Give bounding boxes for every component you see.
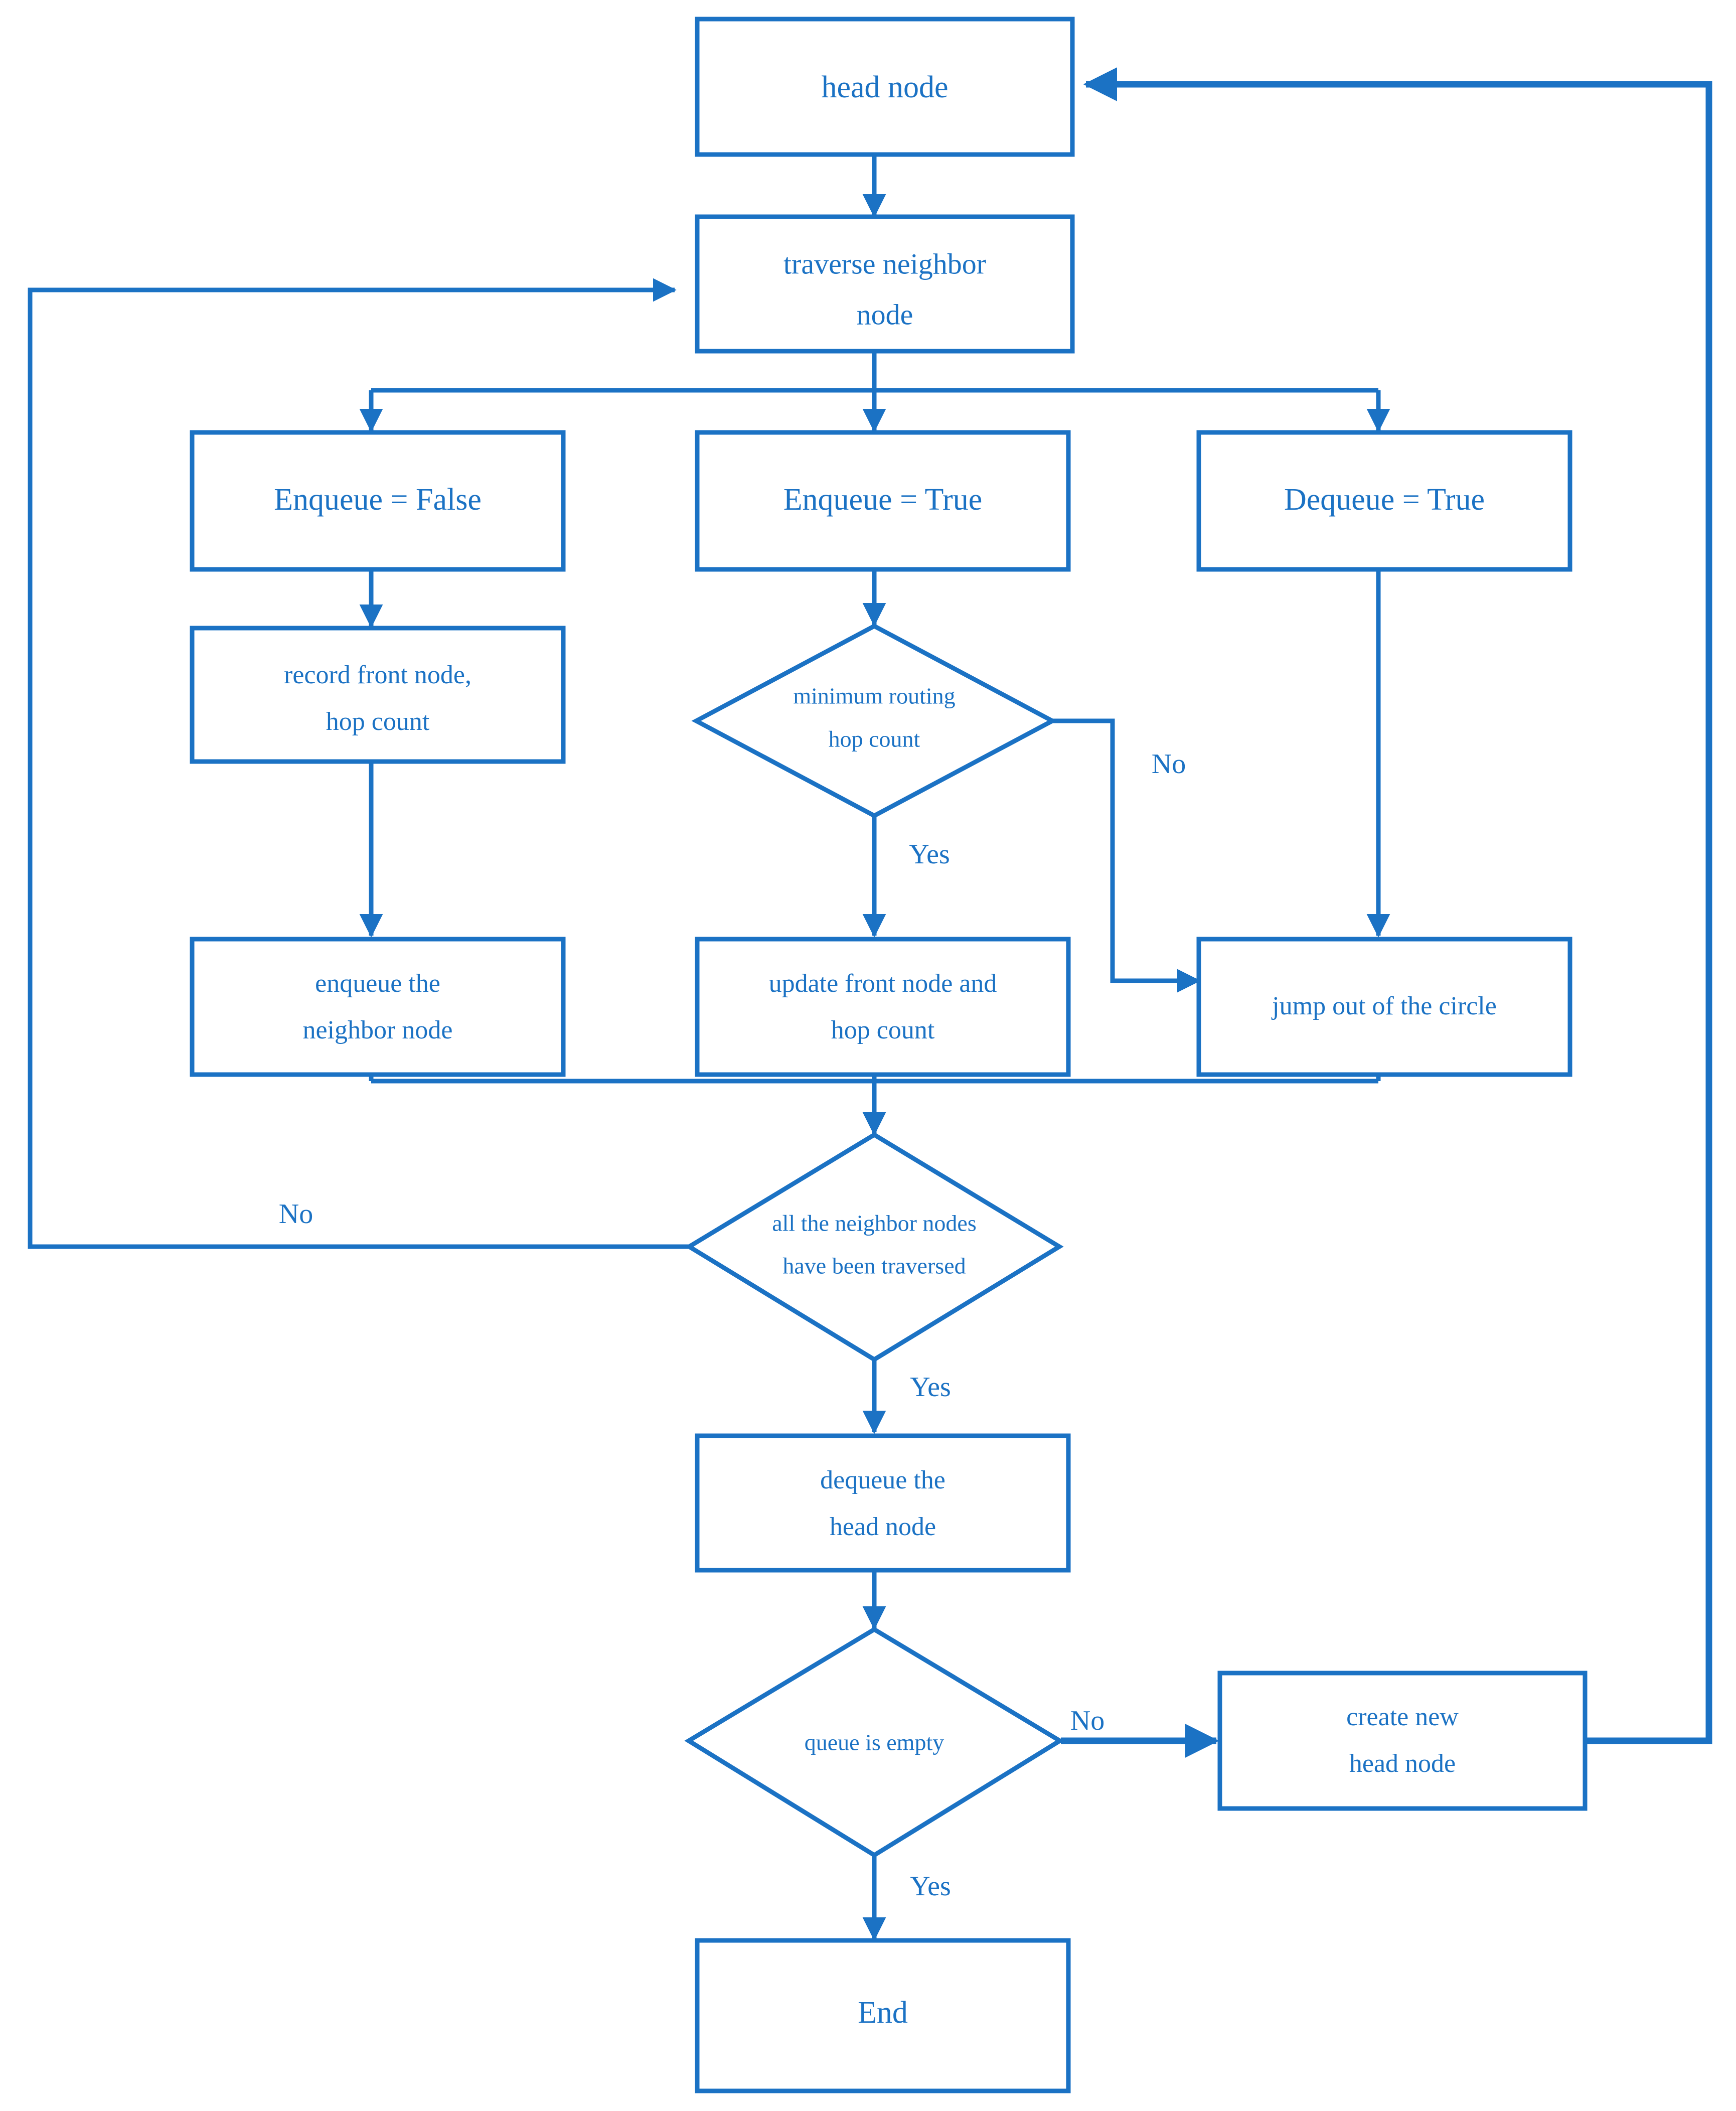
dequeue-head-node-label-line1: dequeue the [820,1466,945,1494]
dequeue-head-node-label-line2: head node [830,1513,936,1541]
node-head-node[interactable]: head node [695,17,1075,157]
label-traversed-yes: Yes [910,1372,951,1403]
create-new-head-node-label-line2: head node [1349,1749,1456,1778]
dequeue-head-node-box[interactable] [695,1433,1071,1573]
node-dequeue-true[interactable]: Dequeue = True [1196,430,1572,572]
head-node-box[interactable] [695,17,1075,157]
end-label: End [858,1996,908,2030]
minimum-routing-diamond[interactable] [691,623,1057,819]
node-queue-is-empty[interactable]: queue is empty [684,1626,1064,1858]
minimum-routing-label-line1: minimum routing [793,683,955,709]
enqueue-true-label: Enqueue = True [783,483,983,517]
update-front-node-box[interactable] [695,937,1071,1077]
dequeue-true-label: Dequeue = True [1284,483,1485,517]
enqueue-neighbor-box[interactable] [190,937,566,1077]
queue-is-empty-label: queue is empty [805,1730,944,1755]
create-new-head-node-box[interactable] [1217,1671,1588,1811]
node-end[interactable]: End [695,1938,1071,2093]
jump-out-box[interactable] [1196,937,1572,1077]
head-node-label: head node [821,70,948,104]
record-front-node-box[interactable] [190,626,566,764]
traverse-neighbor-label-line2: node [857,298,913,331]
node-update-front-node[interactable]: update front node and hop count [695,937,1071,1077]
node-traverse-neighbor[interactable]: traverse neighbor node [695,214,1075,354]
edge-createnew-to-headnode [1083,67,1712,1744]
node-enqueue-true[interactable]: Enqueue = True [695,430,1071,572]
create-new-head-node-label-line1: create new [1346,1703,1459,1731]
end-box[interactable] [695,1938,1071,2093]
enqueue-neighbor-label-line2: neighbor node [303,1016,453,1044]
all-traversed-label-line1: all the neighbor nodes [772,1211,977,1236]
node-minimum-routing-hop-count[interactable]: minimum routing hop count [691,623,1057,819]
update-front-node-label-line2: hop count [831,1016,935,1044]
node-enqueue-the-neighbor-node[interactable]: enqueue the neighbor node [190,937,566,1077]
enqueue-true-box[interactable] [695,430,1071,572]
enqueue-false-label: Enqueue = False [274,483,482,517]
update-front-node-label-line1: update front node and [769,969,997,998]
edge-traversed-no-loop [28,278,689,1249]
label-queueempty-no: No [1070,1705,1104,1736]
node-create-new-head-node[interactable]: create new head node [1217,1671,1588,1811]
node-record-front-node[interactable]: record front node, hop count [190,626,566,764]
node-jump-out-of-the-circle[interactable]: jump out of the circle [1196,937,1572,1077]
record-front-node-label-line2: hop count [326,707,430,736]
label-minrouting-no: No [1152,748,1186,780]
label-queueempty-yes: Yes [910,1871,951,1902]
dequeue-true-box[interactable] [1196,430,1572,572]
node-enqueue-false[interactable]: Enqueue = False [190,430,566,572]
all-traversed-label-line2: have been traversed [782,1253,966,1279]
traverse-neighbor-box[interactable] [695,214,1075,354]
enqueue-neighbor-label-line1: enqueue the [315,969,440,998]
label-minrouting-yes: Yes [909,839,950,870]
edge-minrouting-no [1052,718,1201,993]
minimum-routing-label-line2: hop count [829,726,920,752]
label-traversed-no: No [279,1198,313,1230]
traverse-neighbor-label-line1: traverse neighbor [783,247,986,280]
node-all-neighbor-nodes-traversed[interactable]: all the neighbor nodes have been travers… [685,1132,1064,1363]
all-traversed-diamond[interactable] [685,1132,1064,1363]
record-front-node-label-line1: record front node, [284,661,471,689]
node-dequeue-the-head-node[interactable]: dequeue the head node [695,1433,1071,1573]
jump-out-label: jump out of the circle [1271,992,1497,1020]
queue-is-empty-diamond[interactable] [684,1626,1064,1858]
enqueue-false-box[interactable] [190,430,566,572]
